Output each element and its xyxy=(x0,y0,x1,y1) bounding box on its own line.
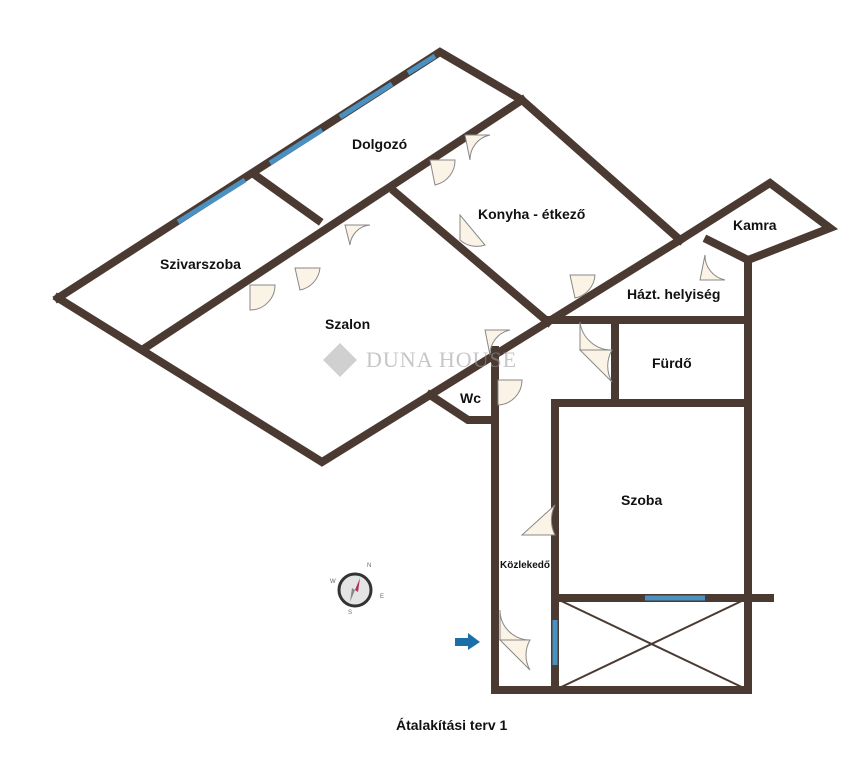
room-label-wc: Wc xyxy=(460,390,481,406)
plan-caption: Átalakítási terv 1 xyxy=(396,717,508,733)
room-label-kozlekedo: Közlekedő xyxy=(500,560,551,571)
compass-s: S xyxy=(348,610,352,616)
wall-kamra-door xyxy=(702,234,754,266)
wall-konyha xyxy=(389,186,554,328)
wall-outer-top xyxy=(52,47,686,304)
balcony-cross xyxy=(554,597,749,691)
wall-kamra xyxy=(674,178,839,266)
wall-outer-bottom xyxy=(52,234,686,467)
wall-divider xyxy=(249,169,324,226)
room-label-szivarszoba: Szivarszoba xyxy=(160,256,241,272)
wall-inner xyxy=(139,94,528,354)
room-label-konyha: Konyha - étkező xyxy=(478,206,586,222)
room-label-szoba: Szoba xyxy=(621,492,663,508)
wall-wc xyxy=(424,389,499,424)
room-label-dolgozo: Dolgozó xyxy=(352,136,408,152)
doors xyxy=(249,134,726,671)
compass-e: E xyxy=(380,594,384,600)
room-label-haztartasi: Házt. helyiség xyxy=(627,286,721,302)
room-label-szalon: Szalon xyxy=(325,316,371,332)
compass-icon xyxy=(337,572,373,608)
watermark-text: DUNA HOUSE xyxy=(366,347,518,372)
compass-n: N xyxy=(367,563,371,569)
windows xyxy=(176,53,705,665)
duna-house-logo-icon xyxy=(323,343,357,377)
watermark: DUNA HOUSE xyxy=(320,340,517,380)
room-label-furdo: Fürdő xyxy=(652,355,692,371)
room-label-kamra: Kamra xyxy=(733,217,777,233)
entrance-arrow-icon xyxy=(455,633,480,650)
compass-w: W xyxy=(330,579,336,585)
